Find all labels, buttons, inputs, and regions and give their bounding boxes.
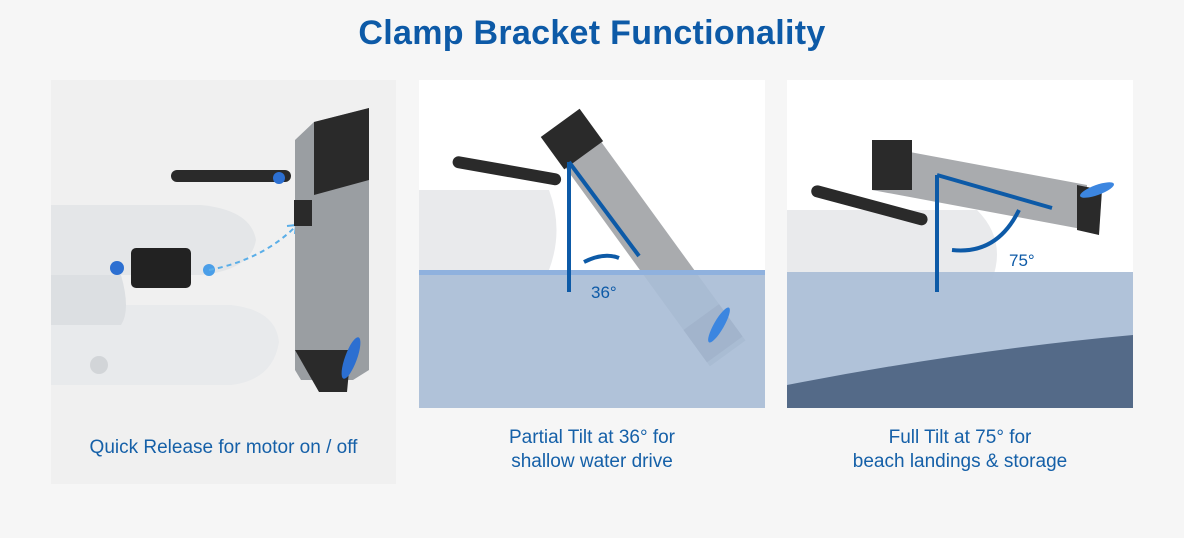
partial-tilt-illustration: 36° <box>419 80 765 408</box>
tilt-angle-label: 36° <box>591 283 617 302</box>
caption-full-tilt: Full Tilt at 75° for beach landings & st… <box>787 426 1133 474</box>
caption-line: Full Tilt at 75° for <box>888 427 1032 448</box>
deep-water <box>787 335 1133 408</box>
clamp-bracket <box>110 248 191 288</box>
tilt-angle-indicator <box>935 173 1053 292</box>
full-tilt-illustration: 75° <box>787 80 1133 408</box>
tilt-angle-label: 75° <box>1009 251 1035 270</box>
page-title: Clamp Bracket Functionality <box>358 14 826 52</box>
caption-line: beach landings & storage <box>852 451 1068 472</box>
caption-line: Partial Tilt at 36° for <box>509 427 675 448</box>
caption-quick-release: Quick Release for motor on / off <box>51 436 396 460</box>
caption-line: Quick Release for motor on / off <box>89 437 358 458</box>
quick-release-illustration <box>51 80 396 484</box>
tilt-angle-indicator <box>567 160 641 292</box>
caption-line: shallow water drive <box>511 451 673 472</box>
electric-motor <box>171 108 369 392</box>
attach-arrow <box>208 227 295 271</box>
inflatable-boat <box>51 205 279 385</box>
caption-partial-tilt: Partial Tilt at 36° for shallow water dr… <box>419 426 765 474</box>
water <box>419 270 765 408</box>
